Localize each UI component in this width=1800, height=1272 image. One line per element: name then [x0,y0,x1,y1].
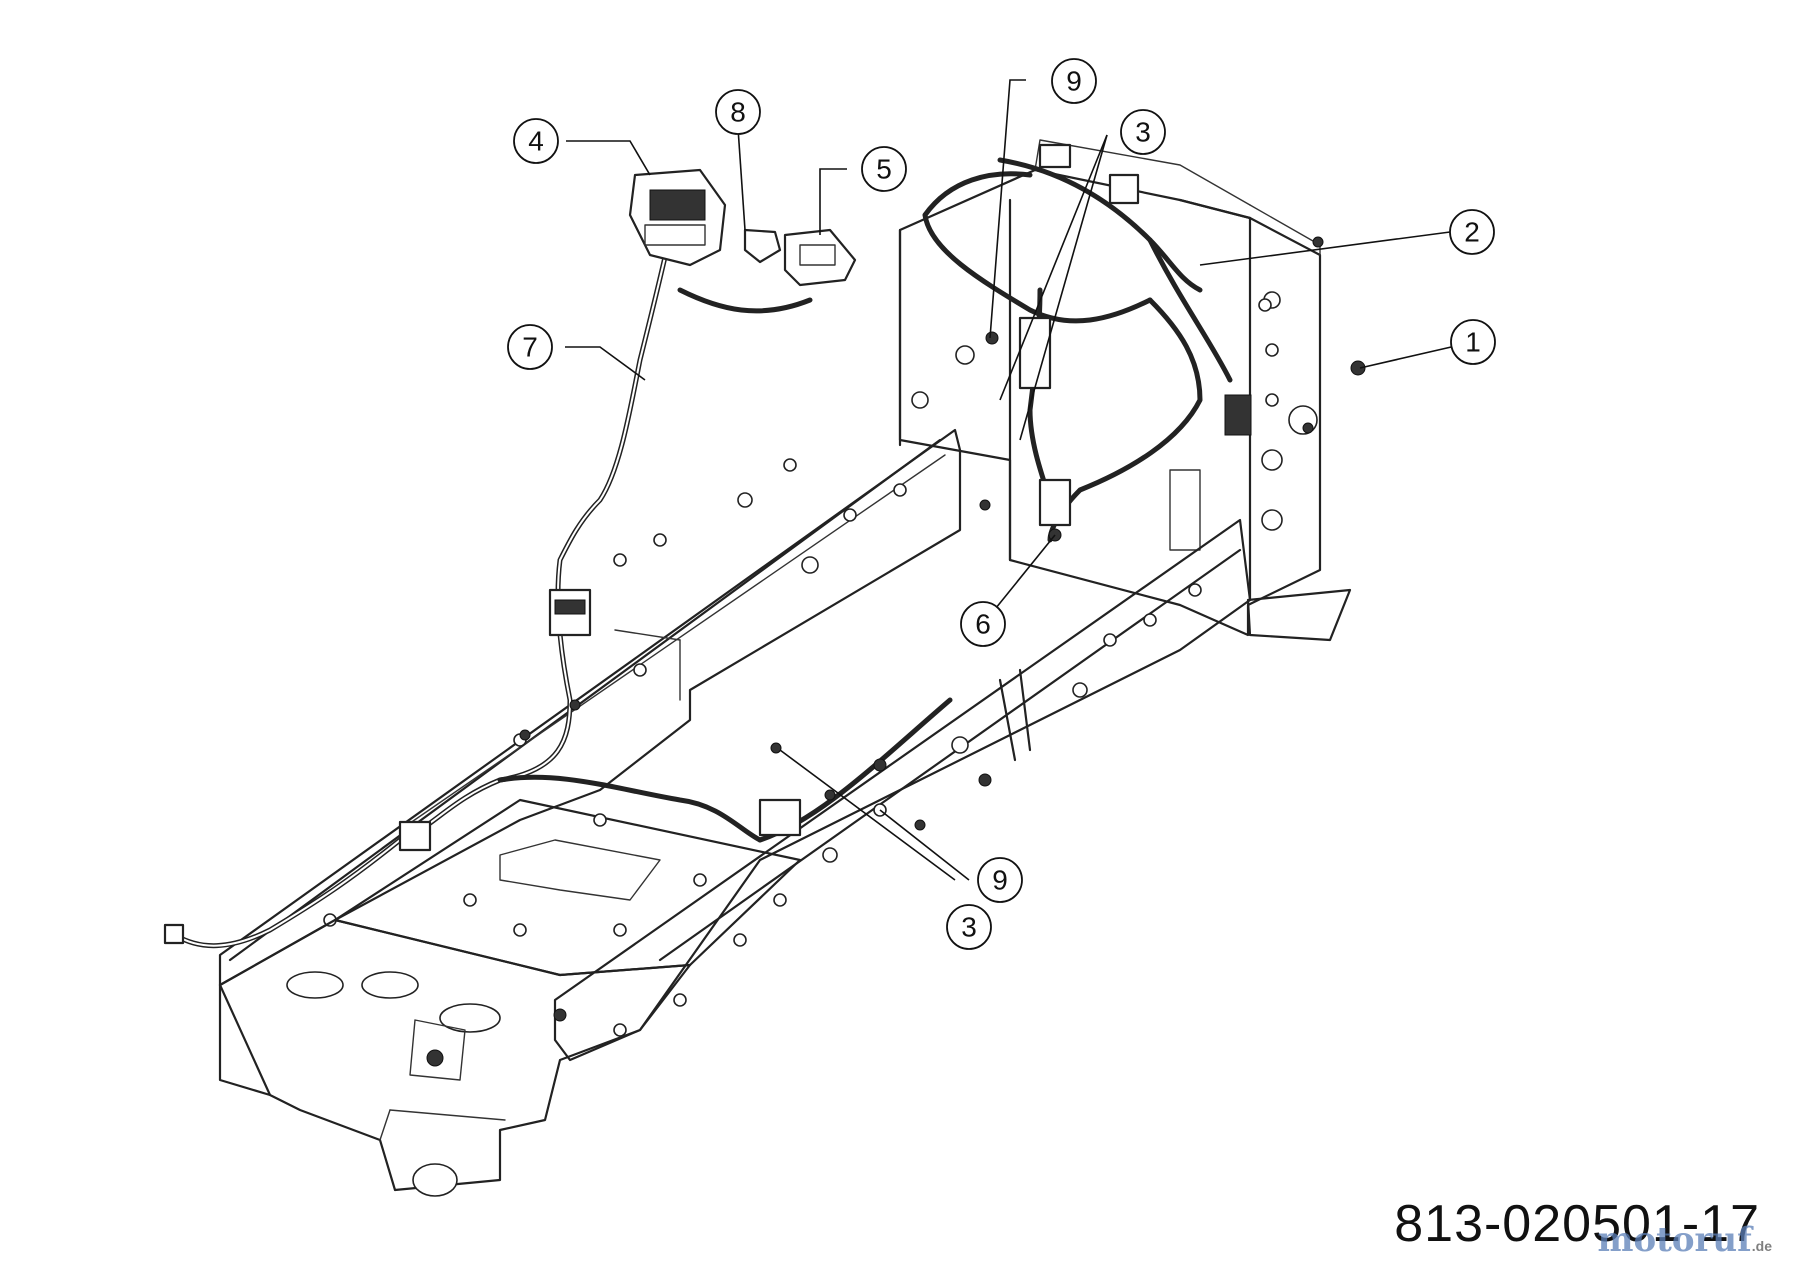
wiring-harness [172,157,1233,949]
svg-text:1: 1 [1465,327,1481,358]
svg-text:3: 3 [961,912,977,943]
callout-3-top: 3 [1120,109,1166,155]
callout-9-bottom: 9 [977,857,1023,903]
callout-5: 5 [861,146,907,192]
watermark-text: motoruf [1597,1220,1752,1260]
svg-text:6: 6 [975,609,991,640]
connector-8 [743,228,782,264]
svg-text:8: 8 [730,97,746,128]
watermark-logo: motoruf.de [1597,1220,1772,1260]
front-bumper [218,918,692,1197]
ignition-switch [628,168,727,267]
svg-text:9: 9 [992,865,1008,896]
svg-text:7: 7 [522,332,538,363]
callout-7: 7 [507,324,553,370]
front-connector [163,820,432,945]
callout-9-top: 9 [1051,58,1097,104]
rail-clip [758,798,802,837]
relay-6 [1038,478,1072,542]
callout-6: 6 [960,601,1006,647]
callout-4: 4 [513,118,559,164]
svg-text:9: 9 [1066,66,1082,97]
svg-text:2: 2 [1464,217,1480,248]
callout-3-bottom: 3 [946,904,992,950]
svg-text:4: 4 [528,126,544,157]
right-rail [553,518,1252,1062]
svg-text:3: 3 [1135,117,1151,148]
leader-lines [565,79,1474,881]
callout-1: 1 [1450,319,1496,365]
watermark-suffix: .de [1751,1238,1772,1254]
callout-8: 8 [715,89,761,135]
seat-switch [783,228,857,287]
inline-connector [548,588,592,637]
svg-text:5: 5 [876,154,892,185]
rear-bracket [898,139,1352,642]
part-number: 813-020501-17 [1394,1195,1760,1253]
fasteners [519,236,1366,1022]
solenoid [1018,143,1252,436]
callout-2: 2 [1449,209,1495,255]
